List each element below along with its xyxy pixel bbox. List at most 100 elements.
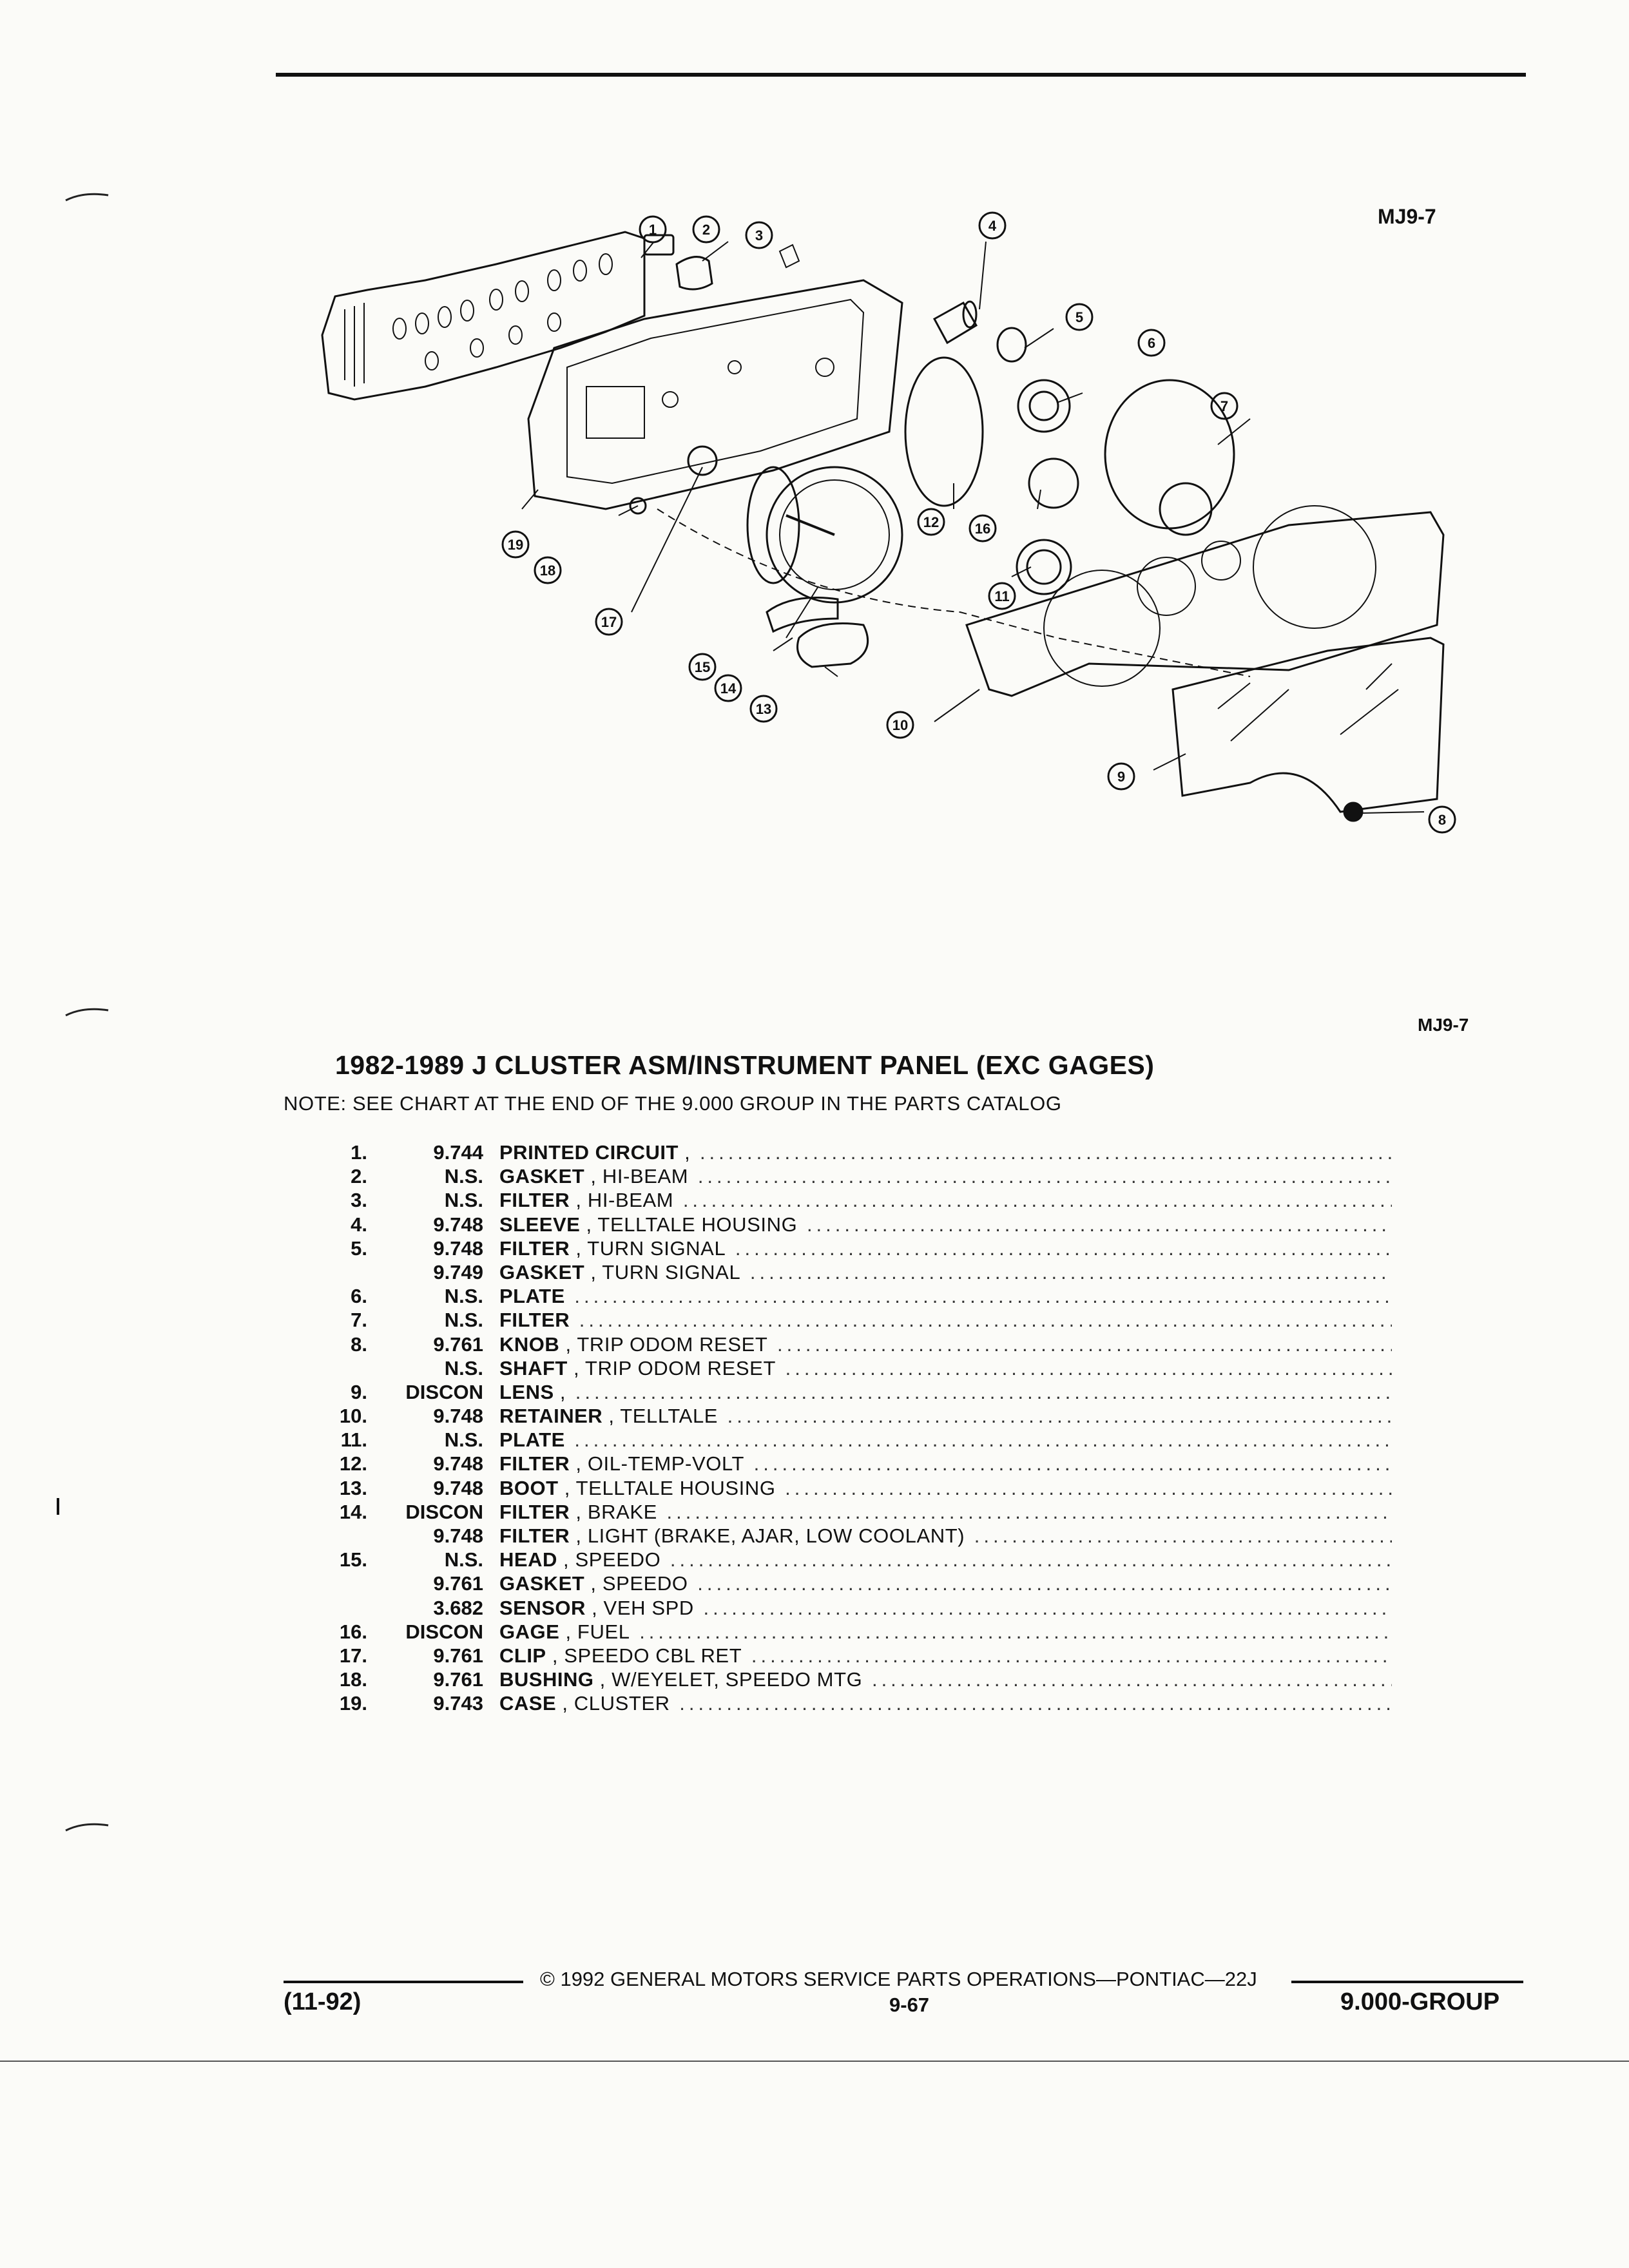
part-group: N.S. xyxy=(444,1356,483,1379)
part-detail: , HI-BEAM xyxy=(584,1165,689,1188)
part-group: 9.761 xyxy=(433,1644,483,1667)
part-detail: , HI-BEAM xyxy=(570,1189,674,1212)
oil-temp-volt-filter-illustration xyxy=(904,356,984,507)
part-row: 6.N.S.PLATE ............................… xyxy=(309,1284,1392,1308)
part-detail: , FUEL xyxy=(559,1620,630,1643)
margin-tick xyxy=(57,1498,59,1515)
callout-8: 8 xyxy=(1438,812,1446,828)
part-group: 9.748 xyxy=(433,1405,483,1428)
footer-rule-right xyxy=(1291,1981,1523,1983)
leader-dots: ........................................… xyxy=(735,1236,1392,1260)
leader-dots: ........................................… xyxy=(753,1452,1392,1475)
part-detail: , OIL-TEMP-VOLT xyxy=(570,1452,745,1475)
callout-18: 18 xyxy=(540,562,555,579)
part-number: 13. xyxy=(339,1476,367,1499)
part-number: 11. xyxy=(340,1428,367,1452)
part-detail: , TURN SIGNAL xyxy=(570,1236,726,1260)
part-description: GASKET , HI-BEAM .......................… xyxy=(499,1164,1392,1188)
part-detail: , TRIP ODOM RESET xyxy=(567,1356,776,1379)
part-name: HEAD xyxy=(499,1548,557,1571)
trip-odom-knob-illustration xyxy=(1343,802,1364,822)
part-description: SENSOR , VEH SPD .......................… xyxy=(499,1596,1392,1620)
part-group: DISCON xyxy=(405,1500,483,1523)
leader-dots: ........................................… xyxy=(575,1380,1392,1403)
margin-mark xyxy=(65,1008,109,1017)
leader-dots: ........................................… xyxy=(670,1548,1392,1571)
part-group: 9.748 xyxy=(433,1236,483,1260)
part-row: 19. 9.743 CASE , CLUSTER .................… xyxy=(309,1691,1392,1715)
part-number: 19. xyxy=(339,1692,367,1715)
part-number: 17. xyxy=(339,1644,367,1667)
catalog-note: NOTE: SEE CHART AT THE END OF THE 9.000 … xyxy=(284,1092,1062,1115)
part-row: 7.N.S.FILTER ...........................… xyxy=(309,1308,1392,1332)
part-group: 3.682 xyxy=(433,1596,483,1619)
part-group: N.S. xyxy=(444,1285,483,1308)
part-detail: , VEH SPD xyxy=(585,1596,694,1619)
part-group: 9.748 xyxy=(433,1476,483,1499)
part-name: GAGE xyxy=(499,1620,560,1643)
part-description: RETAINER , TELLTALE ....................… xyxy=(499,1404,1392,1428)
part-name: BOOT xyxy=(499,1476,559,1499)
part-number: 8. xyxy=(351,1332,367,1356)
part-name: FILTER xyxy=(499,1189,570,1212)
part-group: 9.749 xyxy=(433,1260,483,1283)
part-group: N.S. xyxy=(444,1309,483,1332)
part-name: RETAINER xyxy=(499,1405,603,1428)
part-detail: , SPEEDO CBL RET xyxy=(546,1644,742,1667)
leader-dots: ........................................… xyxy=(785,1476,1392,1499)
leader-dots: ........................................… xyxy=(679,1692,1392,1715)
part-row: 3.682 SENSOR , VEH SPD ..................… xyxy=(309,1596,1392,1620)
part-name: GASKET xyxy=(499,1260,585,1283)
page-title: 1982-1989 J CLUSTER ASM/INSTRUMENT PANEL… xyxy=(335,1050,1155,1080)
leader-dots: ........................................… xyxy=(806,1213,1392,1236)
part-number: 12. xyxy=(339,1452,367,1475)
part-number: 16. xyxy=(339,1620,367,1643)
part-group: 9.744 xyxy=(433,1141,483,1164)
leader-dots: ........................................… xyxy=(871,1668,1392,1691)
callout-1: 1 xyxy=(649,222,657,238)
part-description: BOOT , TELLTALE HOUSING ................… xyxy=(499,1476,1392,1500)
part-number: 10. xyxy=(339,1405,367,1428)
margin-mark xyxy=(65,1823,109,1832)
part-group: 9.743 xyxy=(433,1692,483,1715)
part-name: CLIP xyxy=(499,1644,546,1667)
printed-circuit-illustration xyxy=(321,231,646,401)
part-name: GASKET xyxy=(499,1165,585,1188)
part-description: CASE , CLUSTER .........................… xyxy=(499,1691,1392,1715)
callout-19: 19 xyxy=(508,537,523,553)
part-group: N.S. xyxy=(444,1189,483,1212)
part-name: LENS xyxy=(499,1380,554,1403)
part-description: FILTER , HI-BEAM .......................… xyxy=(499,1188,1392,1212)
part-description: FILTER , LIGHT (BRAKE, AJAR, LOW COOLANT… xyxy=(499,1524,1392,1548)
part-row: 15.N.S.HEAD , SPEEDO ...................… xyxy=(309,1548,1392,1571)
part-description: BUSHING , W/EYELET, SPEEDO MTG .........… xyxy=(499,1667,1392,1691)
filter-illustration xyxy=(1104,379,1235,530)
part-detail: , TRIP ODOM RESET xyxy=(559,1332,768,1356)
part-number: 2. xyxy=(351,1165,367,1188)
part-name: PRINTED CIRCUIT xyxy=(499,1141,679,1164)
part-description: PRINTED CIRCUIT , ......................… xyxy=(499,1140,1392,1164)
leader-dots: ........................................… xyxy=(727,1405,1392,1428)
brake-filter-illustration xyxy=(766,597,839,633)
part-detail: , xyxy=(554,1380,566,1403)
part-name: SLEEVE xyxy=(499,1213,581,1236)
part-group: N.S. xyxy=(444,1548,483,1571)
part-description: FILTER , OIL-TEMP-VOLT .................… xyxy=(499,1452,1392,1475)
part-group: 9.761 xyxy=(433,1572,483,1595)
part-group: 9.748 xyxy=(433,1524,483,1547)
part-detail: , xyxy=(678,1141,691,1164)
part-number: 18. xyxy=(339,1668,367,1691)
part-row: 10. 9.748 RETAINER , TELLTALE ............… xyxy=(309,1404,1392,1428)
callout-12: 12 xyxy=(923,514,939,530)
part-name: PLATE xyxy=(499,1285,565,1308)
